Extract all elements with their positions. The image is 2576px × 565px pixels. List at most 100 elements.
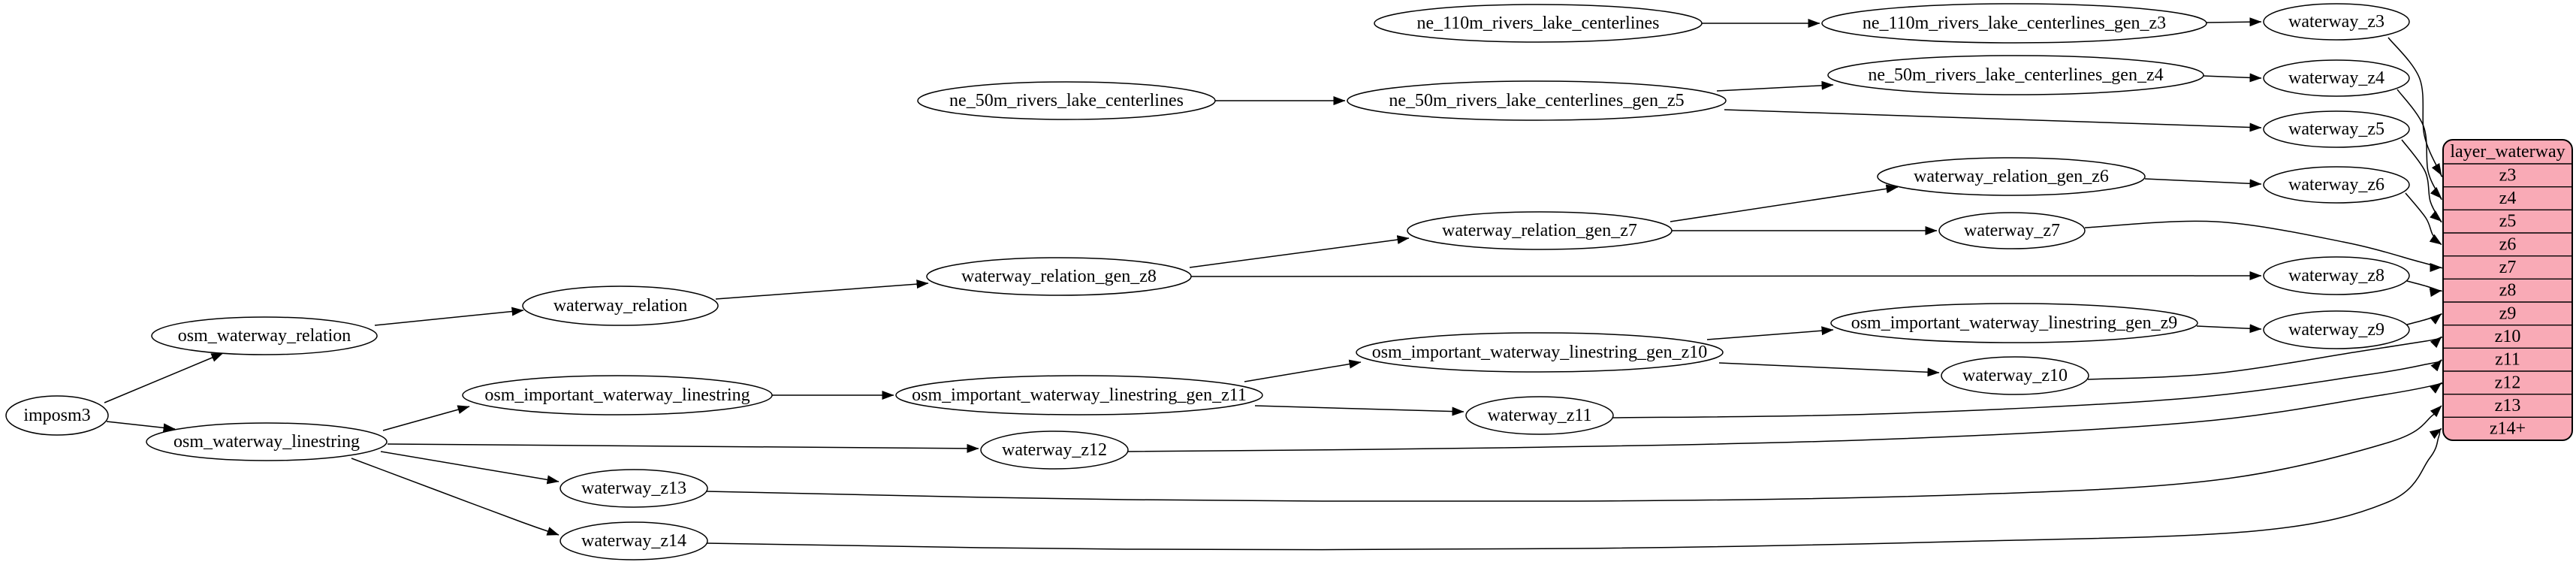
node-label-waterway_relation_gen_z6: waterway_relation_gen_z6 [1914, 167, 2109, 186]
node-label-ne_50m_rivers_lake_centerlines: ne_50m_rivers_lake_centerlines [949, 91, 1184, 110]
node-shape-waterway_relation_gen_z6 [1877, 157, 2146, 196]
table-row-z12: z12 [2443, 370, 2572, 392]
table-row-label-z10: z10 [2495, 327, 2521, 346]
table-row-z6: z6 [2443, 232, 2572, 254]
node-shape-waterway_z8 [2263, 256, 2410, 295]
node-ne_110m_rivers_lake_centerlines: ne_110m_rivers_lake_centerlines [1374, 4, 1703, 43]
node-label-ne_110m_rivers_lake_centerlines: ne_110m_rivers_lake_centerlines [1417, 14, 1660, 33]
node-shape-ne_50m_rivers_lake_centerlines_gen_z4 [1827, 55, 2204, 95]
node-label-waterway_z8: waterway_z8 [2288, 266, 2384, 286]
node-ne_50m_rivers_lake_centerlines: ne_50m_rivers_lake_centerlines [917, 81, 1216, 120]
edge-waterway_relation-to-waterway_relation_gen_z8 [715, 279, 929, 300]
node-label-ne_50m_rivers_lake_centerlines_gen_z5: ne_50m_rivers_lake_centerlines_gen_z5 [1389, 91, 1684, 110]
node-label-waterway_relation_gen_z7: waterway_relation_gen_z7 [1442, 221, 1637, 240]
node-shape-osm_important_waterway_linestring_gen_z10 [1356, 332, 1724, 373]
node-osm_important_waterway_linestring_gen_z11: osm_important_waterway_linestring_gen_z1… [895, 375, 1263, 415]
node-ne_50m_rivers_lake_centerlines_gen_z4: ne_50m_rivers_lake_centerlines_gen_z4 [1827, 55, 2204, 95]
node-shape-ne_50m_rivers_lake_centerlines [917, 81, 1216, 120]
node-shape-ne_110m_rivers_lake_centerlines [1374, 4, 1703, 43]
node-shape-osm_important_waterway_linestring_gen_z11 [895, 375, 1263, 415]
node-imposm3: imposm3 [5, 395, 109, 436]
table-row-z11: z11 [2443, 347, 2572, 370]
node-label-waterway_z9: waterway_z9 [2288, 320, 2384, 340]
node-shape-waterway_z14 [560, 521, 708, 560]
table-row-label-z4: z4 [2499, 189, 2517, 208]
edge-waterway_relation_gen_z6-to-waterway_z6 [2144, 178, 2262, 189]
node-label-waterway_z7: waterway_z7 [1964, 221, 2060, 240]
edge-osm_waterway_linestring-to-waterway_z14 [351, 458, 560, 536]
table-row-label-z13: z13 [2495, 396, 2521, 415]
node-shape-waterway_relation_gen_z7 [1407, 211, 1673, 250]
node-label-ne_50m_rivers_lake_centerlines_gen_z4: ne_50m_rivers_lake_centerlines_gen_z4 [1868, 65, 2163, 85]
node-label-osm_important_waterway_linestring_gen_z10: osm_important_waterway_linestring_gen_z1… [1372, 343, 1708, 362]
table-title: layer_waterway [2450, 142, 2565, 162]
node-waterway_z3: waterway_z3 [2263, 3, 2410, 41]
edge-waterway_relation_gen_z8-to-waterway_relation_gen_z7 [1189, 235, 1410, 268]
node-osm_important_waterway_linestring: osm_important_waterway_linestring [462, 375, 773, 415]
node-shape-osm_important_waterway_linestring [462, 375, 773, 415]
node-label-osm_important_waterway_linestring_gen_z11: osm_important_waterway_linestring_gen_z1… [912, 385, 1247, 405]
table-layer-waterway: layer_waterway z3z4z5z6z7z8z9z10z11z12z1… [2442, 139, 2573, 441]
edge-ne_50m_rivers_lake_centerlines_gen_z4-to-waterway_z4 [2203, 73, 2262, 83]
node-waterway_z7: waterway_z7 [1938, 212, 2086, 249]
edge-ne_110m_rivers_lake_centerlines_gen_z3-to-waterway_z3 [2206, 17, 2262, 27]
node-shape-waterway_z3 [2263, 3, 2410, 41]
node-label-osm_waterway_linestring: osm_waterway_linestring [173, 432, 360, 452]
node-label-waterway_relation: waterway_relation [554, 296, 688, 316]
table-row-label-z9: z9 [2499, 304, 2517, 323]
table-row-label-z5: z5 [2499, 212, 2517, 231]
node-shape-osm_waterway_linestring [146, 422, 388, 461]
edge-ne_50m_rivers_lake_centerlines_gen_z5-to-waterway_z5 [1724, 109, 2262, 132]
node-waterway_relation_gen_z6: waterway_relation_gen_z6 [1877, 157, 2146, 196]
node-label-imposm3: imposm3 [23, 406, 90, 425]
edge-imposm3-to-osm_waterway_relation [104, 352, 224, 403]
node-label-waterway_z11: waterway_z11 [1487, 406, 1591, 425]
edge-osm_waterway_linestring-to-waterway_z12 [387, 443, 979, 453]
node-waterway_relation_gen_z7: waterway_relation_gen_z7 [1407, 211, 1673, 250]
table-row-label-z11: z11 [2495, 350, 2520, 370]
node-label-waterway_z6: waterway_z6 [2288, 175, 2384, 195]
node-osm_important_waterway_linestring_gen_z9: osm_important_waterway_linestring_gen_z9 [1830, 303, 2198, 343]
table-row-z5: z5 [2443, 209, 2572, 231]
edge-osm_waterway_linestring-to-waterway_z13 [380, 451, 560, 485]
node-waterway_z10: waterway_z10 [1941, 356, 2089, 395]
edge-osm_important_waterway_linestring_gen_z11-to-waterway_z11 [1254, 405, 1464, 416]
edge-waterway_z9-to-layer_waterway-row-z9 [2406, 313, 2442, 325]
node-osm_waterway_linestring: osm_waterway_linestring [146, 422, 388, 461]
node-shape-waterway_z10 [1941, 356, 2089, 395]
edge-osm_important_waterway_linestring_gen_z9-to-waterway_z9 [2196, 324, 2262, 334]
node-shape-waterway_z12 [980, 431, 1129, 470]
node-ne_50m_rivers_lake_centerlines_gen_z5: ne_50m_rivers_lake_centerlines_gen_z5 [1347, 80, 1727, 121]
node-label-waterway_z5: waterway_z5 [2288, 119, 2384, 139]
node-shape-osm_waterway_relation [151, 316, 378, 355]
node-waterway_z12: waterway_z12 [980, 431, 1129, 470]
table-row-label-z6: z6 [2499, 234, 2517, 254]
table-row-z3: z3 [2499, 165, 2517, 185]
node-label-waterway_z4: waterway_z4 [2288, 68, 2384, 88]
node-label-waterway_z12: waterway_z12 [1002, 440, 1107, 460]
node-shape-ne_110m_rivers_lake_centerlines_gen_z3 [1821, 3, 2207, 44]
node-osm_important_waterway_linestring_gen_z10: osm_important_waterway_linestring_gen_z1… [1356, 332, 1724, 373]
node-shape-waterway_z4 [2263, 59, 2410, 97]
node-waterway_z4: waterway_z4 [2263, 59, 2410, 97]
table-row-label-z8: z8 [2499, 281, 2517, 301]
node-shape-waterway_z13 [560, 469, 708, 508]
node-label-waterway_z14: waterway_z14 [581, 531, 686, 551]
node-waterway_relation_gen_z8: waterway_relation_gen_z8 [926, 257, 1192, 296]
node-shape-waterway_z6 [2263, 166, 2410, 204]
node-ne_110m_rivers_lake_centerlines_gen_z3: ne_110m_rivers_lake_centerlines_gen_z3 [1821, 3, 2207, 44]
node-shape-waterway_z11 [1465, 396, 1614, 435]
edge-waterway_z4-to-layer_waterway-row-z4 [2397, 89, 2442, 200]
edge-waterway_z14-to-layer_waterway-row-z14+ [706, 428, 2442, 551]
edge-waterway_z12-to-layer_waterway-row-z12 [1127, 382, 2446, 452]
table-row-z14+: z14+ [2443, 416, 2572, 439]
node-label-waterway_relation_gen_z8: waterway_relation_gen_z8 [961, 267, 1157, 286]
table-row-z4: z4 [2443, 186, 2572, 208]
node-shape-osm_important_waterway_linestring_gen_z9 [1830, 303, 2198, 343]
node-waterway_z9: waterway_z9 [2263, 310, 2410, 349]
node-waterway_relation: waterway_relation [522, 286, 719, 326]
node-shape-imposm3 [5, 395, 109, 436]
edge-waterway_relation_gen_z7-to-waterway_relation_gen_z6 [1670, 184, 1899, 222]
